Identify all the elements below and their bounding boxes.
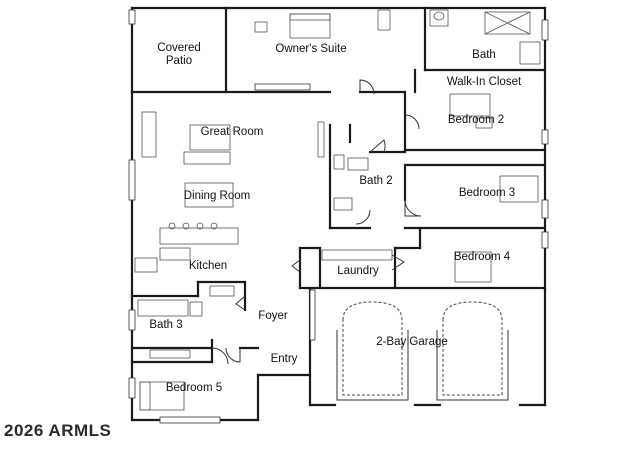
fixtures <box>134 9 541 411</box>
interior-walls <box>130 6 547 364</box>
label-owners-suite: Owner's Suite <box>275 43 346 55</box>
label-two-bay-garage: 2-Bay Garage <box>376 336 448 348</box>
label-bedroom-2: Bedroom 2 <box>448 114 504 126</box>
label-covered-patio-line2: Patio <box>166 55 192 67</box>
garage-cars <box>336 301 509 401</box>
room-labels: Covered Patio Owner's Suite Bath Walk-In… <box>149 42 522 394</box>
label-bath-3: Bath 3 <box>149 319 182 331</box>
label-kitchen: Kitchen <box>189 260 227 272</box>
copyright-watermark: 2026 ARMLS <box>4 421 112 440</box>
label-covered-patio-line1: Covered <box>157 42 200 54</box>
label-entry: Entry <box>271 353 298 365</box>
label-foyer: Foyer <box>258 310 288 322</box>
windows <box>128 9 549 424</box>
label-bath-2: Bath 2 <box>359 175 392 187</box>
doors <box>211 79 422 365</box>
label-walk-in-closet: Walk-In Closet <box>447 76 522 88</box>
label-bath: Bath <box>472 49 496 61</box>
label-dining-room: Dining Room <box>184 190 250 202</box>
label-bedroom-3: Bedroom 3 <box>459 187 515 199</box>
label-laundry: Laundry <box>337 265 379 277</box>
label-bedroom-4: Bedroom 4 <box>454 251 511 263</box>
label-bedroom-5: Bedroom 5 <box>166 382 222 394</box>
label-great-room: Great Room <box>201 126 264 138</box>
